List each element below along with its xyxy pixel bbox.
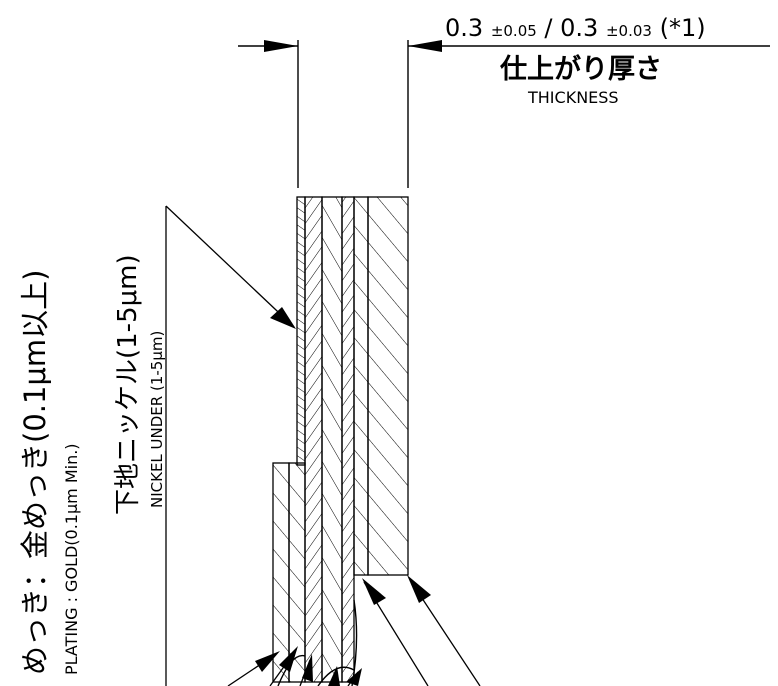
bottom-arrow-5: [346, 668, 362, 686]
nickel-leader-line: [165, 205, 295, 328]
thickness-dimension: 0.3 ±0.05 / 0.3 ±0.03 (*1): [445, 14, 706, 45]
lower-layer-outer: [272, 462, 290, 683]
dimension-arrow-left: [264, 40, 298, 52]
nickel-leader-arrow: [270, 307, 296, 329]
plating-label-jp: めっき：金めっき(0.1μm以上): [18, 269, 52, 675]
thickness-value-2: 0.3: [560, 14, 599, 42]
bottom-arrow-6: [362, 578, 386, 605]
thickness-note: (*1): [659, 14, 706, 42]
base-metal-core: [321, 196, 343, 683]
bottom-arrow-1: [255, 651, 280, 672]
nickel-label-en: NICKEL UNDER (1-5μm): [148, 330, 166, 508]
bottom-arrow-3: [302, 654, 313, 682]
bottom-arrow-7: [407, 575, 431, 603]
thickness-value-1: 0.3: [445, 14, 484, 42]
gold-layer-right: [353, 196, 369, 576]
thickness-separator: /: [544, 14, 553, 42]
thickness-tolerance-2: ±0.03: [605, 22, 652, 40]
nickel-layer-left: [304, 196, 323, 683]
bottom-arrow-4: [328, 666, 340, 686]
outer-layer-right: [367, 196, 409, 576]
thickness-label-en: THICKNESS: [528, 88, 619, 107]
plating-label-en: PLATING : GOLD(0.1μm Min.): [62, 443, 81, 675]
gold-layer-left: [296, 196, 306, 466]
bottom-arrow-2: [279, 646, 298, 672]
dimension-arrow-right: [408, 40, 442, 52]
nickel-layer-right: [341, 196, 355, 683]
nickel-label-jp: 下地ニッケル(1-5μm): [113, 254, 143, 515]
lower-layer-inner: [288, 462, 306, 683]
thickness-label-jp: 仕上がり厚さ: [500, 54, 662, 85]
thickness-tolerance-1: ±0.05: [490, 22, 537, 40]
